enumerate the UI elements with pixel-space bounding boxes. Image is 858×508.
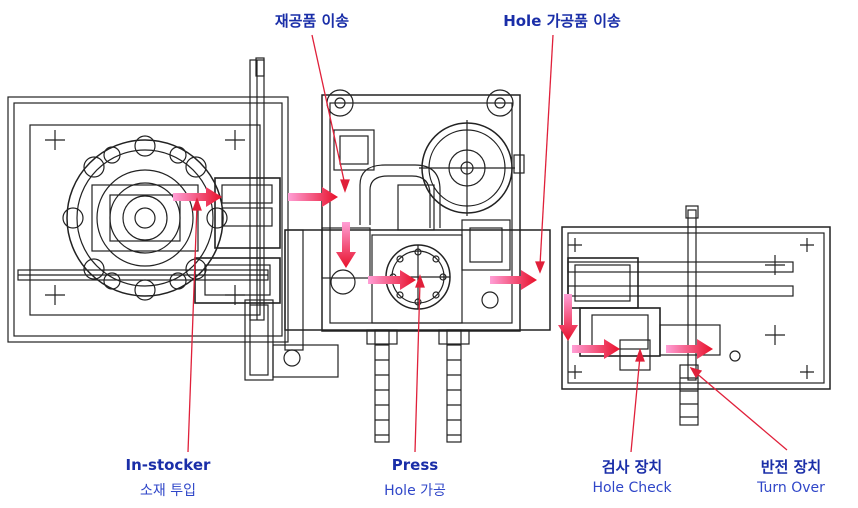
flow-arrow-to-turnover (666, 339, 713, 359)
wip-transfer-label: 재공품 이송 (274, 12, 350, 30)
in-stocker-sub: 소재 투입 (140, 483, 196, 499)
flow-arrow-to-press-feed (288, 187, 338, 207)
inspection-title: 검사 장치 (601, 458, 663, 476)
hole-wip-transfer-label: Hole 가공품 이송 (503, 12, 621, 30)
press-title: Press (391, 456, 439, 474)
press-sub: Hole 가공 (384, 483, 446, 499)
flow-arrow-stocker-out (173, 187, 222, 207)
press-unit (284, 89, 551, 443)
flow-arrow-to-inspection (572, 339, 620, 359)
flow-arrow-press-down (336, 222, 356, 268)
flow-arrow-inspection-down (558, 294, 578, 341)
inspection-unit (561, 205, 831, 426)
inspection-sub: Hole Check (592, 480, 672, 496)
pointer-lines (187, 34, 788, 453)
flow-arrow-press-out (490, 270, 537, 290)
reversal-sub: Turn Over (757, 480, 825, 496)
in-stocker-title: In-stocker (125, 456, 211, 474)
reversal-title: 반전 장치 (760, 458, 822, 476)
flow-arrows (173, 187, 713, 359)
flow-arrow-into-press (368, 270, 416, 290)
in-stocker-unit (7, 57, 339, 381)
